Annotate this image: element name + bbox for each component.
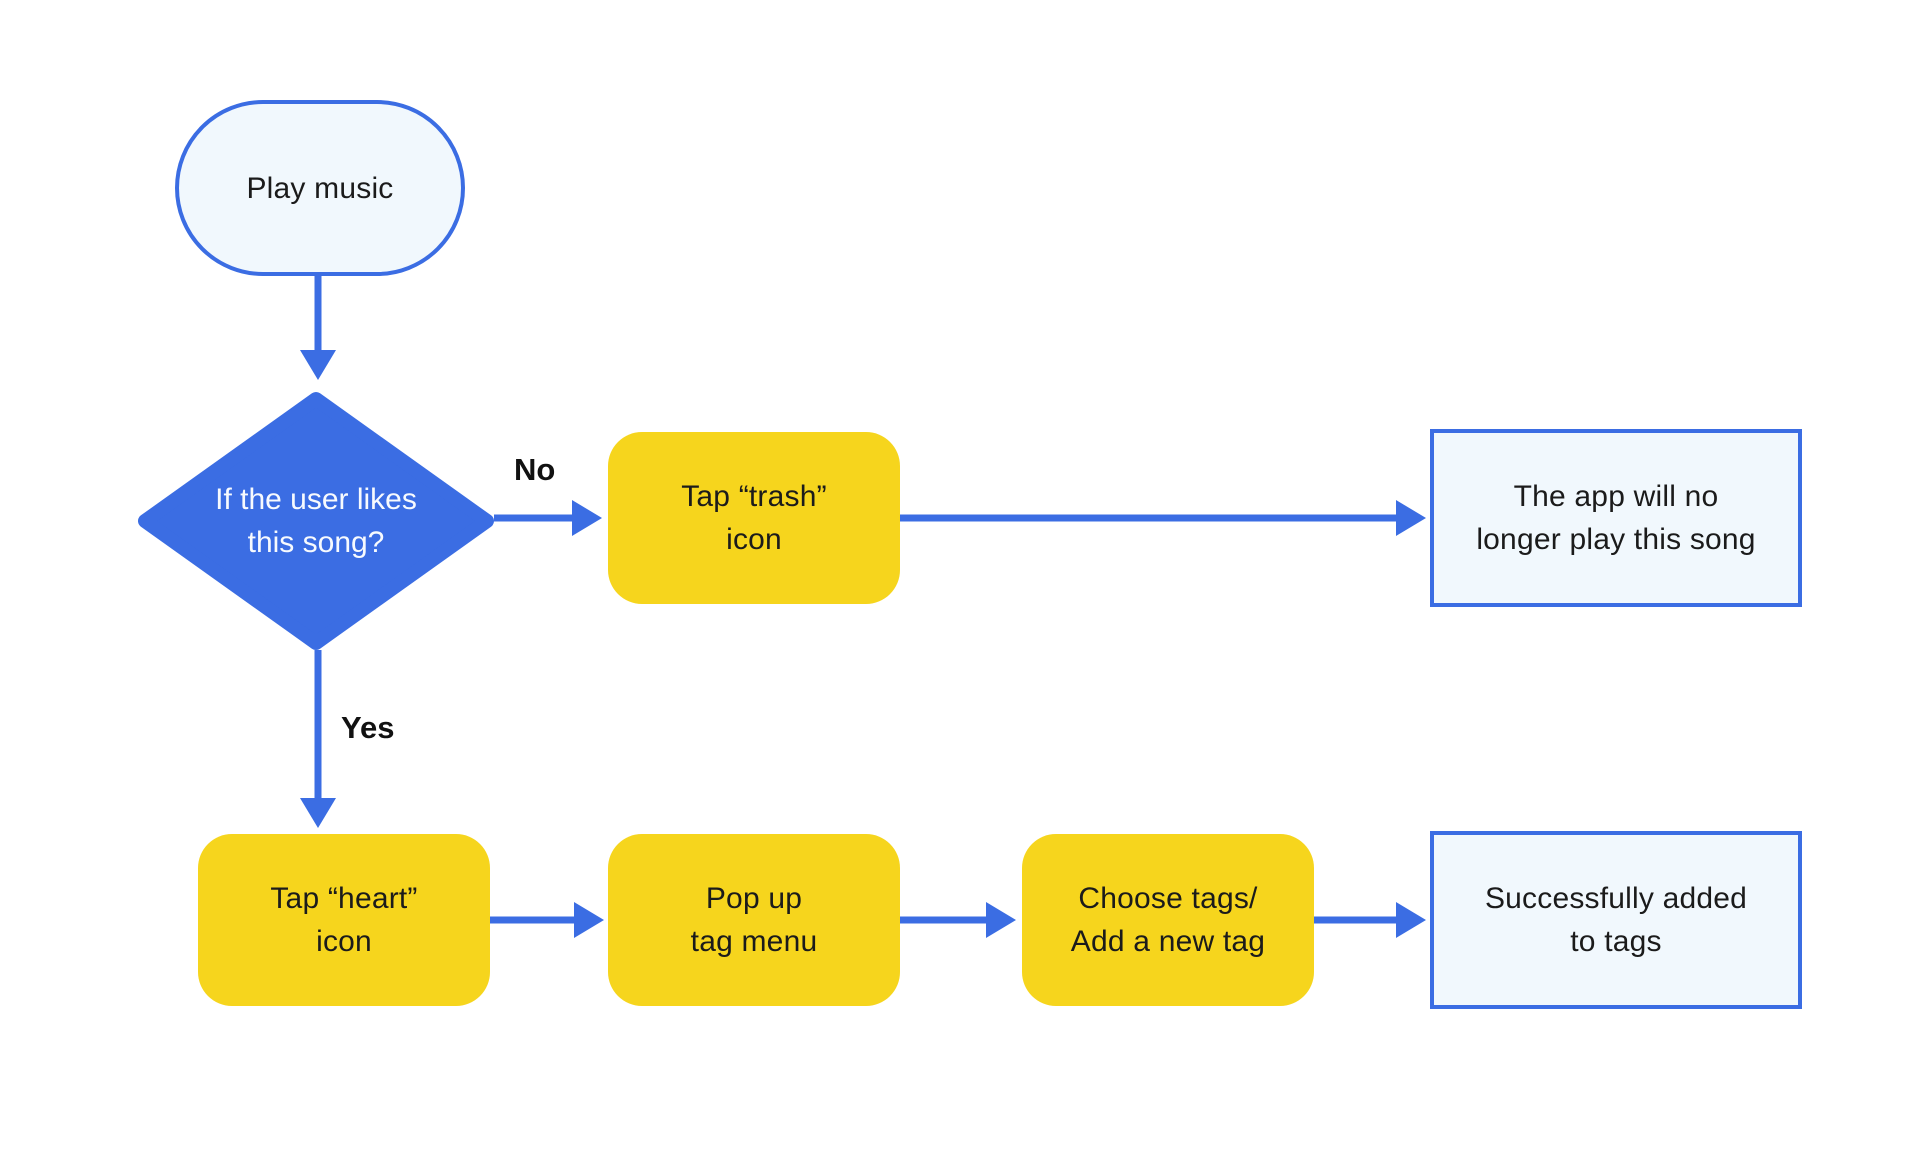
arrow-decision-to-trash [494, 500, 602, 536]
node-tap-trash: Tap “trash” icon [608, 432, 900, 604]
edge-label-yes: Yes [341, 710, 395, 745]
arrow-decision-to-heart [300, 650, 336, 828]
arrow-popup-to-choose [900, 902, 1016, 938]
node-no-longer-play: The app will no longer play this song [1430, 429, 1802, 607]
arrow-play-to-decision [300, 276, 336, 380]
node-tap-heart: Tap “heart” icon [198, 834, 490, 1006]
arrow-trash-to-result [900, 500, 1426, 536]
node-play-music: Play music [175, 100, 465, 276]
node-play-music-label: Play music [246, 171, 394, 205]
node-choose-tags: Choose tags/ Add a new tag [1022, 834, 1314, 1006]
node-popup-tag-menu: Pop up tag menu [608, 834, 900, 1006]
edge-label-no: No [514, 452, 556, 487]
arrow-choose-to-success [1314, 902, 1426, 938]
node-decision-label: If the user likes this song? [215, 483, 417, 559]
node-decision: If the user likes this song? [136, 390, 496, 652]
arrow-heart-to-popup [490, 902, 604, 938]
diamond-shape [138, 392, 494, 650]
node-added-to-tags: Successfully added to tags [1430, 831, 1802, 1009]
